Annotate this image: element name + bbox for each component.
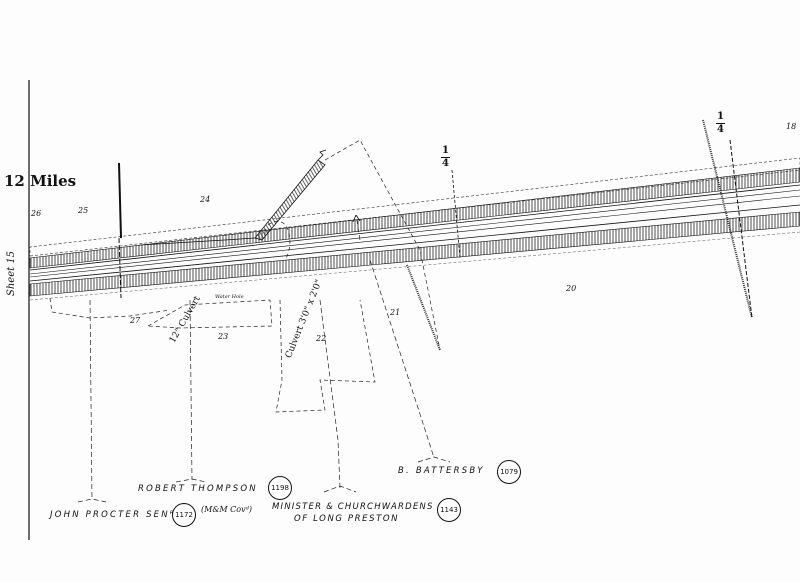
- owner-ref-number: 1143: [437, 498, 461, 522]
- lower-embankment: [29, 211, 800, 297]
- plot-number: 27: [130, 316, 141, 325]
- owner-name-line2: OF LONG PRESTON: [294, 514, 400, 524]
- upper-embankment: [29, 167, 800, 269]
- owner-name: JOHN PROCTER SENᴿ: [50, 510, 176, 520]
- lane: [139, 149, 327, 246]
- plot-number: 22: [316, 334, 327, 343]
- owner-ref-number: 1079: [497, 460, 521, 484]
- arrow-icon: [352, 214, 361, 223]
- railway-track: [29, 157, 800, 301]
- owner-name: ROBERT THOMPSON: [138, 484, 258, 494]
- water-hole-label: Water Hole: [215, 294, 244, 300]
- sheet-label: Sheet 15: [6, 250, 17, 296]
- plot-number: 18: [786, 122, 797, 131]
- plot-number: 25: [78, 206, 89, 215]
- owner-leader-lines: [77, 214, 451, 503]
- owner-ref-number: 1172: [172, 503, 196, 527]
- plot-number: 26: [31, 209, 42, 218]
- plot-number: 24: [200, 195, 211, 204]
- mileage-label: 12 Miles: [4, 172, 77, 190]
- owner-name: MINISTER & CHURCHWARDENS: [272, 502, 434, 512]
- owner-name: B. BATTERSBY: [398, 466, 485, 476]
- plot-number: 20: [566, 284, 577, 293]
- plot-number: 21: [390, 308, 401, 317]
- plot-number: 23: [218, 332, 229, 341]
- owner-ref-number: 1198: [268, 476, 292, 500]
- fence-post-line: [118, 162, 122, 239]
- hatched-boundary: [406, 264, 441, 351]
- owner-note: (M&M Covᵈ): [201, 505, 252, 514]
